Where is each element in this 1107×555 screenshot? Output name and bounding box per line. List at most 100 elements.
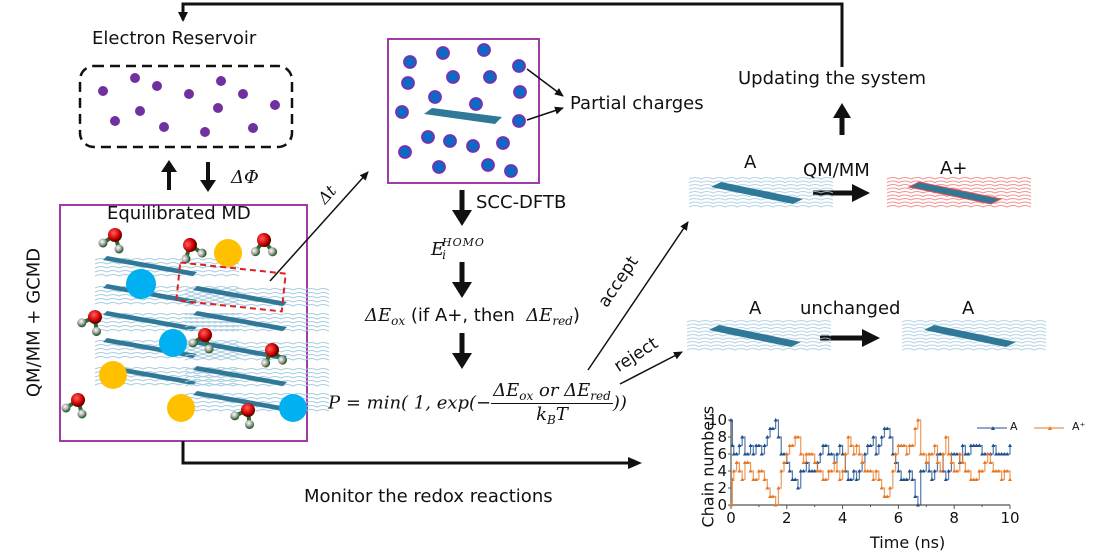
data-point: [899, 443, 904, 447]
data-point: [793, 435, 798, 439]
partial-charge-dot: [481, 158, 495, 172]
data-point: [782, 460, 787, 464]
water-molecule: [188, 328, 214, 354]
partial-charge-dot: [432, 160, 446, 174]
data-point: [826, 469, 831, 473]
data-point: [966, 452, 971, 456]
side-chain: [901, 344, 1047, 348]
data-point: [818, 469, 823, 473]
update-arrow: [833, 103, 851, 135]
side-chain: [886, 201, 1032, 205]
data-point: [960, 443, 965, 447]
data-point: [865, 443, 870, 447]
data-point: [851, 469, 856, 473]
data-point: [893, 452, 898, 456]
y-tick-label: 2: [717, 479, 727, 497]
data-point: [812, 460, 817, 464]
data-point: [745, 460, 750, 464]
partial-charge-dot: [446, 70, 460, 84]
data-point: [974, 443, 979, 447]
data-point: [932, 469, 937, 473]
delta-e-red-sub: red: [552, 314, 573, 328]
data-point: [941, 452, 946, 456]
data-point: [954, 469, 959, 473]
water-molecule: [77, 310, 102, 336]
x-tick-label: 8: [949, 509, 959, 527]
partial-charge-dot: [483, 70, 497, 84]
electron-dot: [200, 127, 210, 137]
data-point: [879, 435, 884, 439]
y-tick-label: 8: [717, 428, 727, 446]
legend-marker: [991, 426, 995, 430]
partial-charge-dot: [428, 90, 442, 104]
delta-e-ox: ΔE: [365, 305, 392, 326]
y-tick-label: 4: [717, 462, 727, 480]
data-point: [896, 469, 901, 473]
partial-charges-label: Partial charges: [570, 93, 704, 114]
data-point: [918, 469, 923, 473]
e-homo-label: EiHOMO: [431, 236, 485, 262]
data-point: [915, 418, 920, 422]
side-chain: [688, 201, 834, 205]
partial-charge-dot: [443, 134, 457, 148]
data-point: [857, 469, 862, 473]
molecule-a-plus: [886, 177, 1032, 208]
data-point: [985, 452, 990, 456]
partial-charge-dot: [504, 164, 518, 178]
data-point: [765, 486, 770, 490]
side-chain: [886, 187, 1032, 191]
y-tick-label: 0: [717, 496, 727, 514]
y-tick-label: 10: [708, 411, 727, 429]
water-molecule: [230, 403, 255, 429]
data-point: [784, 452, 789, 456]
data-point: [862, 452, 867, 456]
electron-dot: [159, 122, 169, 132]
data-point: [798, 469, 803, 473]
data-point: [949, 460, 954, 464]
y-tick-label: 6: [717, 445, 727, 463]
legend-label-a: A: [1010, 420, 1018, 433]
electron-dot: [130, 73, 140, 83]
cation-ion: [167, 394, 195, 422]
data-point: [832, 460, 837, 464]
md-molecule: [94, 256, 240, 277]
data-point: [932, 443, 937, 447]
data-point: [871, 477, 876, 481]
data-point: [966, 469, 971, 473]
series-a-plus: [729, 418, 1012, 507]
data-point: [754, 443, 759, 447]
partial-charge-dot: [401, 76, 415, 90]
data-point: [770, 494, 775, 498]
data-point: [837, 443, 842, 447]
side-chain: [688, 187, 834, 191]
data-point: [968, 477, 973, 481]
e-homo-sub: i: [442, 248, 446, 262]
data-point: [882, 494, 887, 498]
data-point: [812, 469, 817, 473]
prob-num-a-sub: ox: [519, 389, 534, 403]
data-point: [807, 452, 812, 456]
electron-dot: [238, 89, 248, 99]
data-point: [868, 469, 873, 473]
md-molecule: [184, 286, 330, 307]
data-point: [815, 469, 820, 473]
state-a-label-1: A: [744, 152, 757, 173]
data-point: [1008, 477, 1012, 481]
data-point: [729, 418, 733, 422]
partial-charge-dot: [403, 55, 417, 69]
data-point: [1008, 443, 1012, 447]
data-point: [974, 477, 979, 481]
data-point: [968, 443, 973, 447]
e-homo-sup: HOMO: [441, 236, 485, 249]
electron-reservoir-label: Electron Reservoir: [92, 28, 257, 49]
delta-t-arrow: [269, 171, 369, 282]
data-point: [943, 477, 948, 481]
data-point: [731, 452, 736, 456]
side-chain: [901, 330, 1047, 334]
data-point: [835, 452, 840, 456]
data-point: [782, 452, 787, 456]
electron-dot: [216, 76, 226, 86]
data-point: [795, 486, 800, 490]
data-point: [977, 469, 982, 473]
